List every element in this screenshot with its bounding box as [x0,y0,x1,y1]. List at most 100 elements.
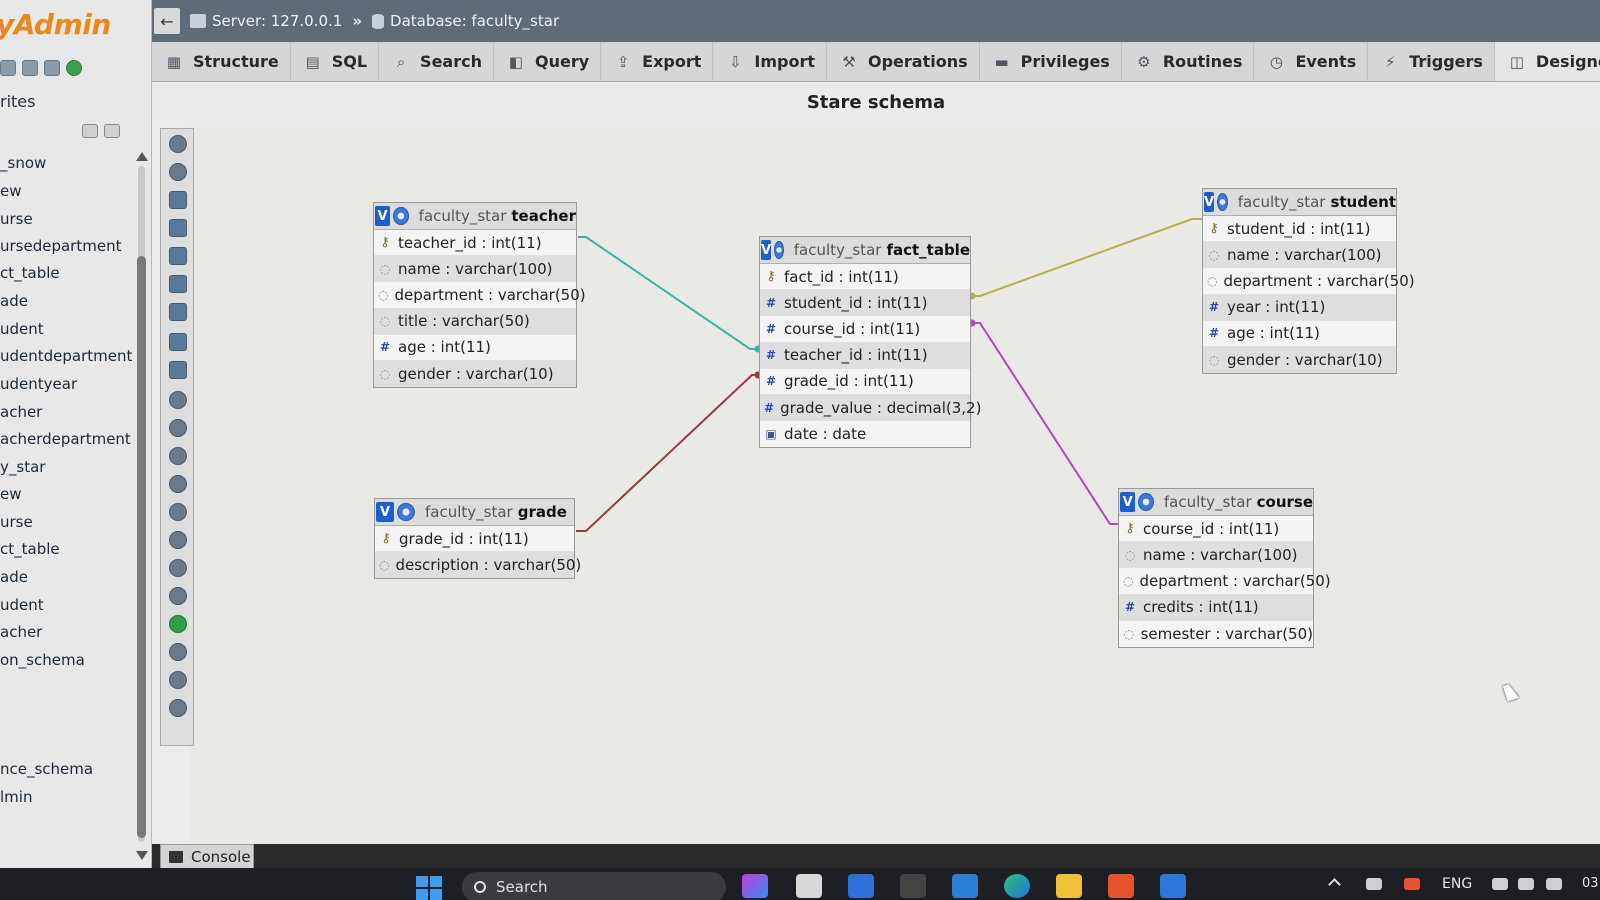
tab-operations[interactable]: ⚒Operations [827,42,980,81]
nav-tree-item[interactable]: lmin [0,788,33,806]
toggle-columns-icon[interactable]: V [1120,492,1136,512]
nav-tree-item[interactable]: ursedepartment [0,237,122,255]
table-field-row[interactable]: ◌department : varchar(50) [374,282,586,309]
reload-icon[interactable] [66,60,82,76]
table-field-row[interactable]: ◌description : varchar(50) [375,552,581,579]
tab-import[interactable]: ⇩Import [713,42,827,81]
cloud-icon[interactable] [1366,878,1382,890]
vscode-icon[interactable] [952,874,978,898]
table-field-row[interactable]: #credits : int(11) [1119,594,1313,621]
tab-query[interactable]: ◧Query [494,42,602,81]
designer-tool-icon[interactable] [169,531,187,549]
designer-tool-icon[interactable] [169,643,187,661]
favorites-tab[interactable]: rites [0,92,36,111]
nav-tree-item[interactable]: ade [0,568,28,586]
link-icon[interactable] [104,124,120,138]
table-field-row[interactable]: #grade_id : int(11) [760,369,970,395]
table-field-row[interactable]: #grade_value : decimal(3,2) [760,394,981,422]
taskbar-search[interactable]: Search [462,872,726,900]
tab-search[interactable]: ⌕Search [379,42,494,81]
tab-events[interactable]: ◷Events [1254,42,1369,81]
settings-icon[interactable] [44,60,60,76]
designer-tool-icon[interactable] [169,333,187,351]
table-field-row[interactable]: #course_id : int(11) [760,316,970,343]
tab-routines[interactable]: ⚙Routines [1122,42,1255,81]
scroll-down-icon[interactable] [136,851,148,860]
table-options-icon[interactable] [774,241,784,259]
nav-tree-item[interactable]: acher [0,623,43,641]
nav-tree-item[interactable]: ew [0,182,22,200]
table-field-row[interactable]: ⚷fact_id : int(11) [760,264,970,291]
tab-structure[interactable]: ▦Structure [152,42,291,81]
designer-tool-icon[interactable] [169,303,187,321]
designer-tool-icon[interactable] [169,475,187,493]
nav-scrollbar[interactable] [134,150,148,862]
nav-tree-item[interactable]: udent [0,596,44,614]
nav-tree-item[interactable]: acher [0,403,43,421]
file-explorer-icon[interactable] [796,874,822,898]
designer-tool-icon[interactable] [169,247,187,265]
table-field-row[interactable]: #teacher_id : int(11) [760,342,970,369]
nav-tree-item[interactable]: on_schema [0,651,85,669]
toggle-columns-icon[interactable]: V [376,502,394,522]
nav-tree-item[interactable]: ct_table [0,264,60,282]
designer-tool-icon[interactable] [169,163,187,181]
nav-tree-item[interactable]: ew [0,485,22,503]
table-field-row[interactable]: ⚷student_id : int(11) [1203,216,1396,243]
nav-tree-item[interactable]: y_star [0,458,46,476]
table-card-course[interactable]: V faculty_star course ⚷course_id : int(1… [1118,488,1331,648]
table-field-row[interactable]: #student_id : int(11) [760,290,970,317]
table-card-fact-table[interactable]: V faculty_star fact_table ⚷fact_id : int… [759,236,981,449]
docs-icon[interactable] [22,60,38,76]
table-field-row[interactable]: #year : int(11) [1203,294,1396,321]
table-header[interactable]: V faculty_star grade [375,499,574,526]
table-field-row[interactable]: ◌department : varchar(50) [1119,568,1331,595]
designer-tool-icon[interactable] [169,361,187,379]
nav-tree-item[interactable]: udentdepartment [0,347,133,365]
volume-icon[interactable] [1518,878,1534,890]
designer-tool-icon[interactable] [169,559,187,577]
nav-tree-item[interactable]: acherdepartment [0,430,131,448]
table-options-icon[interactable] [393,207,409,225]
nav-tree-item[interactable]: udent [0,320,44,338]
app-icon[interactable] [900,874,926,898]
phpmyadmin-logo[interactable]: yAdmin [0,8,111,41]
table-header[interactable]: V faculty_star student [1203,189,1396,216]
designer-tool-icon[interactable] [169,615,187,633]
app-icon[interactable] [1160,874,1186,898]
nav-tree-item[interactable]: _snow [0,154,47,172]
tab-designer[interactable]: ◫Designer [1494,42,1600,81]
table-field-row[interactable]: ◌gender : varchar(10) [1203,346,1396,374]
designer-tool-icon[interactable] [169,699,187,717]
breadcrumb-server[interactable]: Server: 127.0.0.1 [190,12,342,30]
designer-tool-icon[interactable] [169,391,187,409]
home-icon[interactable] [0,60,16,76]
tab-triggers[interactable]: ⚡Triggers [1368,42,1495,81]
table-field-row[interactable]: ◌gender : varchar(10) [374,360,576,388]
table-header[interactable]: V faculty_star fact_table [760,237,970,264]
designer-tool-icon[interactable] [169,419,187,437]
nav-tree-item[interactable]: ct_table [0,540,60,558]
tray-expand-icon[interactable] [1328,878,1341,891]
table-header[interactable]: V faculty_star teacher [374,203,576,230]
toggle-columns-icon[interactable]: V [375,206,391,226]
table-field-row[interactable]: ⚷grade_id : int(11) [375,526,574,553]
table-field-row[interactable]: ◌name : varchar(100) [374,256,576,283]
table-field-row[interactable]: #age : int(11) [1203,321,1396,347]
nav-tree-item[interactable]: ade [0,292,28,310]
table-options-icon[interactable] [1138,493,1154,511]
console-button[interactable]: Console [160,844,254,870]
clock[interactable]: 03 [1582,876,1599,891]
collapse-all-icon[interactable] [82,124,98,138]
language-indicator[interactable]: ENG [1442,876,1473,892]
table-card-teacher[interactable]: V faculty_star teacher ⚷teacher_id : int… [373,202,586,389]
table-header[interactable]: V faculty_star course [1119,489,1313,516]
battery-icon[interactable] [1546,878,1562,890]
toggle-columns-icon[interactable]: V [761,240,772,260]
breadcrumb-database[interactable]: Database: faculty_star [372,12,559,30]
designer-tool-icon[interactable] [169,671,187,689]
tab-sql[interactable]: ▤SQL [291,42,380,81]
table-field-row[interactable]: ⚷course_id : int(11) [1119,516,1313,543]
wifi-icon[interactable] [1492,878,1508,890]
table-field-row[interactable]: ⚷teacher_id : int(11) [374,230,576,257]
